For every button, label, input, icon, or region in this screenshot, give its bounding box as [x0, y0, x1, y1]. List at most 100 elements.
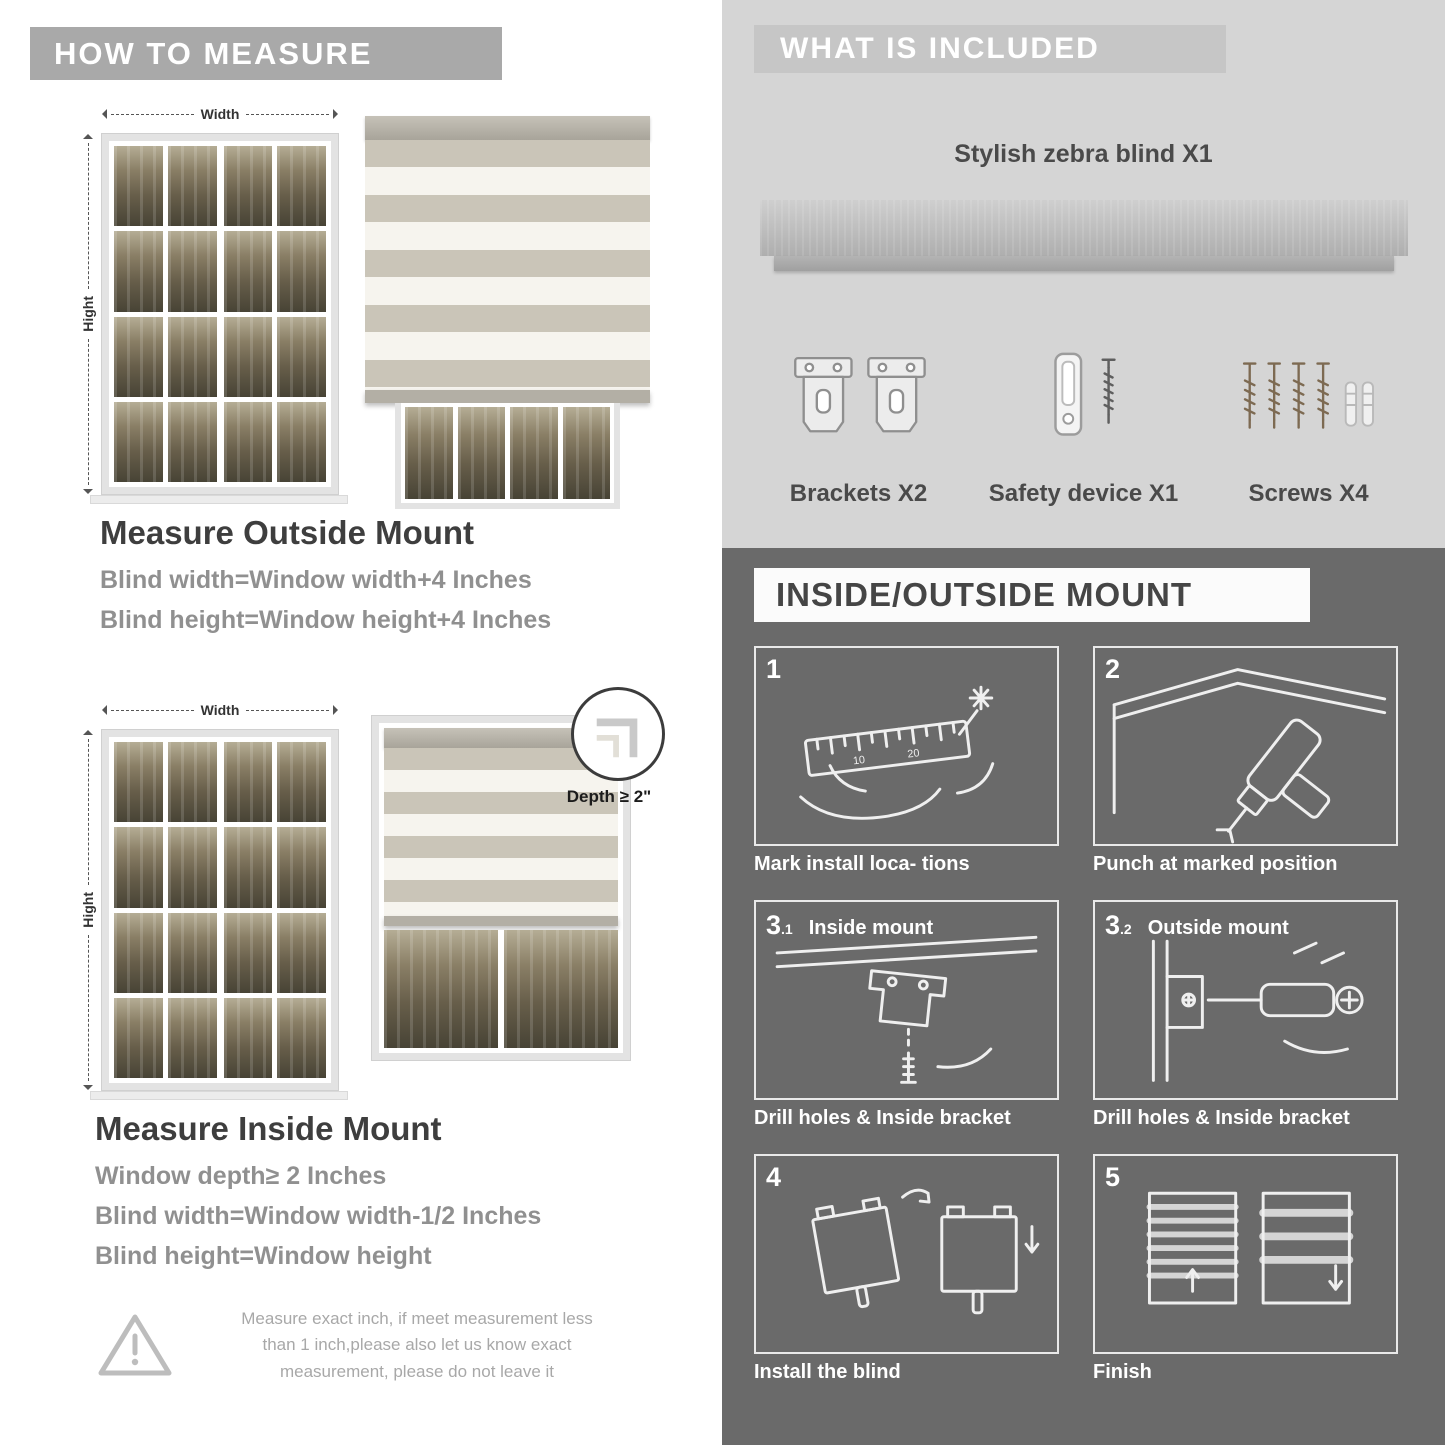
step-finish: 5 Finish — [1093, 1154, 1398, 1384]
zebra-stripes — [384, 748, 618, 916]
what-is-included-section: WHAT IS INCLUDED Stylish zebra blind X1 — [722, 0, 1445, 548]
step-header: 3.2 Outside mount — [1105, 910, 1289, 941]
inside-formula-height: Blind height=Window height — [95, 1242, 432, 1270]
window-pane — [405, 407, 453, 499]
included-item-label: Brackets X2 — [789, 480, 928, 507]
window-pane — [114, 316, 163, 397]
step-number: 3 — [766, 910, 782, 940]
step-install-blind: 4 — [754, 1154, 1059, 1384]
window-pane — [223, 231, 273, 312]
step-caption: Mark install loca- tions — [754, 853, 970, 875]
step-panel: 3.1 Inside mount — [754, 900, 1059, 1100]
included-item-brackets: Brackets X2 — [746, 318, 971, 508]
drill-icon — [1112, 668, 1387, 844]
width-label: Width — [200, 702, 240, 718]
window-pane — [457, 407, 505, 499]
window-pane — [223, 912, 273, 993]
window-pane — [114, 401, 163, 482]
inside-formula-depth: Window depth≥ 2 Inches — [95, 1162, 387, 1190]
depth-note: Depth ≥ 2" — [566, 787, 652, 806]
headrail-illustration — [760, 200, 1408, 256]
width-arrow: Width — [102, 702, 338, 718]
zebra-stripes — [365, 140, 650, 390]
arrowhead-right-icon — [333, 705, 338, 715]
window-pane — [167, 997, 217, 1078]
window-pane — [167, 231, 217, 312]
included-item-safety-device: Safety device X1 — [971, 318, 1196, 508]
window-pane — [167, 912, 217, 993]
step-panel: 1 10 20 — [754, 646, 1059, 846]
safety-device-icon — [1053, 352, 1116, 436]
included-item-label: Screws X4 — [1248, 480, 1369, 507]
step-punch-position: 2 — [1093, 646, 1398, 876]
depth-magnifier — [571, 687, 665, 781]
step-panel: 3.2 Outside mount — [1093, 900, 1398, 1100]
width-label: Width — [200, 106, 240, 122]
arrowhead-right-icon — [333, 109, 338, 119]
outside-formula-width: Blind width=Window width+4 Inches — [100, 566, 532, 594]
step-inside-mount: 3.1 Inside mount — [754, 900, 1059, 1130]
step-number: 5 — [1105, 1162, 1121, 1192]
height-label: Hight — [80, 296, 96, 332]
step-sub-number: .1 — [781, 921, 793, 937]
window-pane — [277, 146, 326, 227]
window-pane — [277, 316, 326, 397]
measure-warning: Measure exact inch, if meet measurement … — [95, 1306, 635, 1385]
dash-line — [87, 739, 89, 886]
measure-mark-icon: 10 20 — [799, 685, 995, 820]
window-pane — [114, 912, 163, 993]
inside-mount-title: Measure Inside Mount — [95, 1110, 442, 1147]
dash-line — [87, 338, 89, 486]
step-header: 3.1 Inside mount — [766, 910, 933, 941]
arrowhead-up-icon — [83, 730, 93, 735]
warning-text: Measure exact inch, if meet measurement … — [199, 1306, 635, 1385]
dash-line — [246, 709, 329, 711]
window-pane — [384, 930, 498, 1048]
step-caption: Drill holes & Inside bracket — [1093, 1107, 1350, 1129]
window-sash — [223, 146, 326, 482]
window-pane — [277, 742, 326, 823]
step-number: 4 — [766, 1162, 782, 1192]
product-label: Stylish zebra blind X1 — [954, 140, 1213, 168]
arrowhead-left-icon — [102, 109, 107, 119]
outside-bracket-icon — [1151, 939, 1364, 1082]
included-item-screws: Screws X4 — [1196, 318, 1421, 508]
step-title: Inside mount — [808, 917, 934, 939]
window-pane — [167, 742, 217, 823]
window-pane — [562, 407, 610, 499]
step-sub-number: .2 — [1120, 921, 1132, 937]
dash-line — [111, 709, 194, 711]
step-caption: Punch at marked position — [1093, 853, 1338, 875]
window-pane — [167, 316, 217, 397]
arrowhead-down-icon — [83, 1085, 93, 1091]
how-to-measure-section: HOW TO MEASURE Width Hight — [0, 0, 722, 1445]
window-pane — [223, 316, 273, 397]
included-items: Brackets X2 Safety devic — [746, 318, 1421, 508]
window-pane — [114, 827, 163, 908]
mount-steps-grid: 1 10 20 — [754, 646, 1414, 1384]
outside-mount-blind-illustration — [365, 116, 650, 509]
inside-mount-blind-illustration: Depth ≥ 2" — [372, 687, 665, 1060]
height-arrow: Hight — [80, 134, 96, 495]
step-caption: Drill holes & Inside bracket — [754, 1107, 1011, 1129]
svg-text:10: 10 — [852, 754, 865, 767]
window-pane — [277, 231, 326, 312]
warning-line: measurement, please do not leave it — [279, 1361, 555, 1381]
window-pane — [223, 742, 273, 823]
window-pane — [277, 912, 326, 993]
window-sash — [114, 742, 217, 1078]
warning-line: than 1 inch,please also let us know exac… — [262, 1335, 572, 1355]
how-to-measure-banner: HOW TO MEASURE — [30, 27, 502, 80]
dash-line — [246, 113, 329, 115]
warning-icon — [98, 1314, 172, 1376]
window-pane — [223, 997, 273, 1078]
window-frame — [102, 730, 338, 1090]
arrowhead-up-icon — [83, 134, 93, 139]
included-item-label: Safety device X1 — [988, 480, 1179, 507]
right-column: WHAT IS INCLUDED Stylish zebra blind X1 — [722, 0, 1445, 1445]
width-arrow: Width — [102, 106, 338, 122]
window-sash — [223, 742, 326, 1078]
step-panel: 4 — [754, 1154, 1059, 1354]
frame-corner-icon — [596, 718, 638, 758]
window-pane — [510, 407, 558, 499]
